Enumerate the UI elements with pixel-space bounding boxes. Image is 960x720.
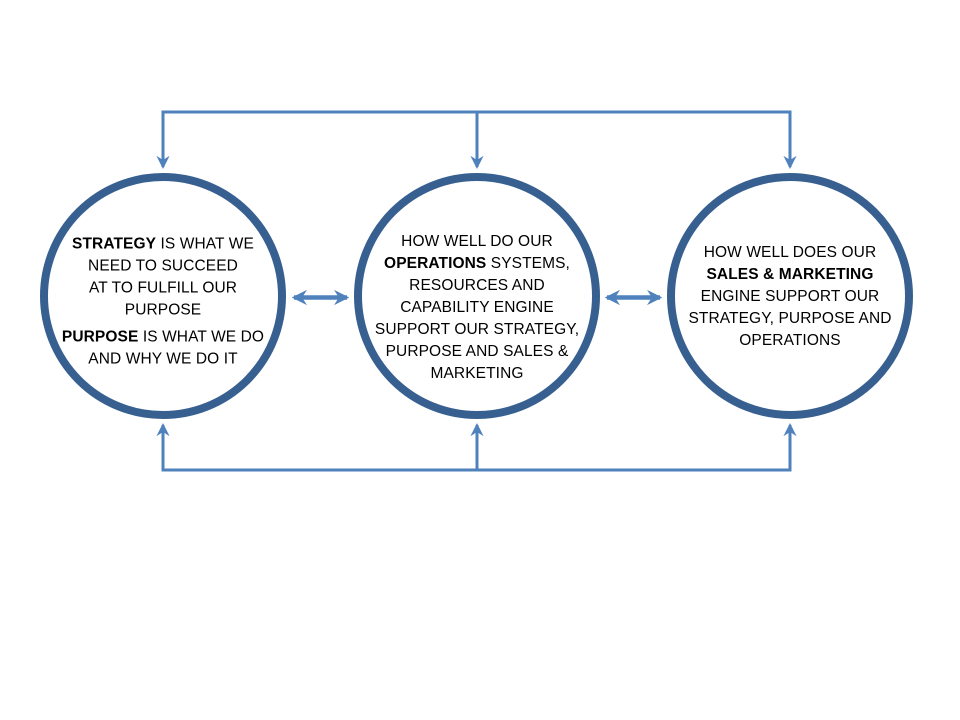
circle-sales-marketing [667,173,913,419]
bottom-feedback-connector [156,423,797,472]
circle-operations [354,173,600,419]
circle-strategy-purpose [40,173,286,419]
top-feedback-connector [156,110,797,169]
